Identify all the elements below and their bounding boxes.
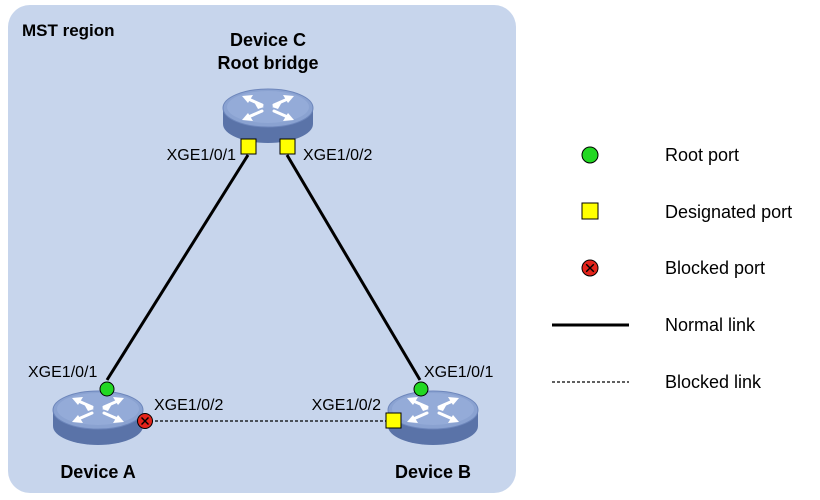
legend-blocked-link-label: Blocked link [665, 372, 762, 392]
link-c-a [105, 154, 250, 381]
blocked-port-a-xge102 [137, 413, 153, 429]
mst-region-area [8, 5, 516, 493]
root-port-a-xge101 [99, 381, 115, 397]
port-label-c-xge102: XGE1/0/2 [303, 147, 372, 164]
link-c-b [285, 154, 422, 381]
port-label-b-xge101: XGE1/0/1 [424, 364, 493, 381]
legend-root-port-label: Root port [665, 145, 739, 165]
port-label-c-xge101: XGE1/0/1 [167, 147, 236, 164]
legend: Root port Designated port Blocked port N… [552, 145, 792, 392]
port-label-a-xge102: XGE1/0/2 [154, 397, 223, 414]
device-c-name: Device C [230, 30, 306, 50]
legend-blocked-port-label: Blocked port [665, 258, 765, 278]
designated-port-c-xge102 [279, 138, 296, 155]
device-c-role: Root bridge [218, 53, 319, 73]
port-label-a-xge101: XGE1/0/1 [28, 364, 97, 381]
device-a-name: Device A [60, 462, 135, 482]
designated-port-b-xge102 [385, 412, 402, 429]
device-b-name: Device B [395, 462, 471, 482]
mst-region-label: MST region [22, 21, 115, 40]
legend-blocked-port-icon [581, 259, 599, 277]
legend-designated-port-label: Designated port [665, 202, 792, 222]
device-c-icon[interactable] [221, 87, 315, 145]
designated-port-c-xge101 [240, 138, 257, 155]
legend-designated-port-icon [581, 202, 599, 220]
legend-root-port-icon [581, 146, 599, 164]
port-label-b-xge102: XGE1/0/2 [312, 397, 381, 414]
root-port-b-xge101 [413, 381, 429, 397]
device-a-icon[interactable] [51, 389, 145, 447]
legend-normal-link-label: Normal link [665, 315, 756, 335]
